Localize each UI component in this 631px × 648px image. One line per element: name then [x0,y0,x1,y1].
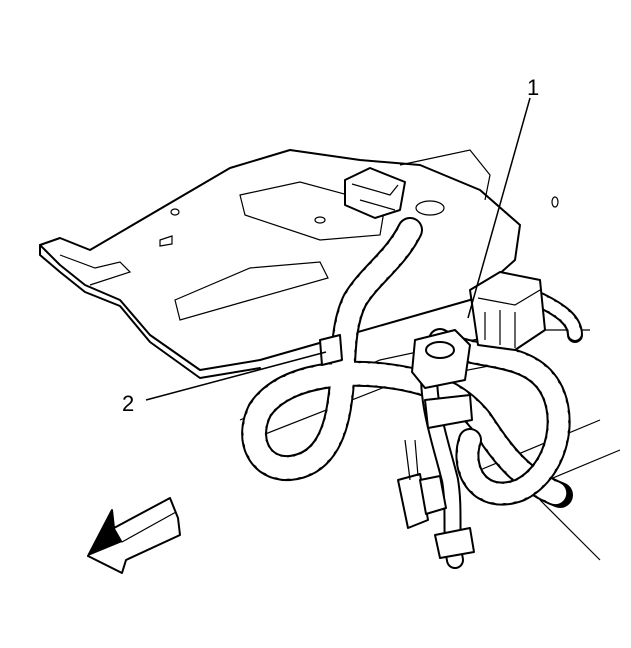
callout-2-label: 2 [122,391,134,416]
callout-1-label: 1 [527,75,539,100]
callout-1-leader [467,97,531,319]
harness-clip-bracket [319,329,473,429]
callout-2-leader [145,351,327,401]
lower-connectors [397,439,475,559]
upper-connector [344,167,406,219]
harness-connector [469,271,546,351]
front-direction-arrow-icon [87,497,181,574]
